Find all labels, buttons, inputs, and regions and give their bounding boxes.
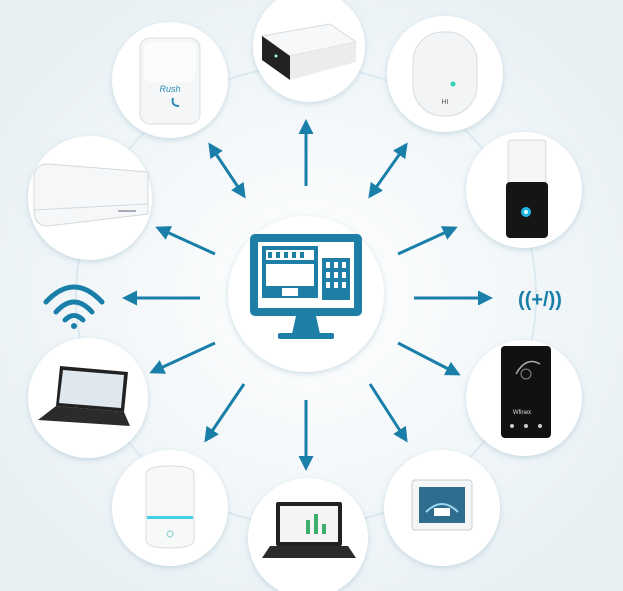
device-air-conditioner — [28, 136, 152, 260]
device-label: Rush — [159, 84, 180, 94]
monitor-dashboard-icon — [250, 234, 362, 339]
device-smart-lamp — [466, 132, 582, 248]
signal-waves-icon: ((+/)) — [518, 289, 562, 311]
wifi-icon — [43, 284, 105, 329]
thermostat-icon — [411, 479, 473, 531]
device-smart-speaker: HI — [387, 16, 503, 132]
device-label: Wfinex — [513, 410, 531, 416]
device-wifi-router — [253, 0, 365, 102]
router-icon — [260, 23, 358, 80]
laptop-icon — [262, 502, 356, 558]
device-radio-signal: ((+/)) — [518, 289, 562, 311]
cylinder-speaker-icon — [145, 465, 195, 549]
device-label: HI — [442, 99, 449, 106]
arrow-lower-left — [204, 383, 246, 443]
arrow-right-upper — [397, 226, 458, 256]
round-speaker-icon — [412, 31, 478, 117]
device-thermostat — [384, 450, 500, 566]
arrow-upper-right — [368, 142, 408, 199]
laptop-icon — [38, 366, 130, 426]
device-laptop-bottom — [248, 478, 368, 591]
arrow-upper-left — [208, 142, 246, 199]
device-wifi-signal — [43, 284, 105, 329]
touch-panel-icon — [501, 346, 551, 438]
arrow-left-lower — [149, 341, 216, 374]
arrow-right-lower — [397, 341, 461, 376]
smart-plug-icon — [139, 37, 201, 125]
device-wall-controller: Wfinex — [466, 340, 582, 456]
arrow-left-upper — [155, 226, 216, 256]
air-conditioner-icon — [33, 163, 149, 227]
device-smart-plug: Rush — [112, 22, 228, 138]
smart-lamp-icon — [506, 139, 548, 238]
arrow-lower-right — [368, 383, 408, 443]
connection-arrows — [122, 119, 493, 471]
device-speaker-cylinder — [112, 450, 228, 566]
device-laptop-left — [28, 338, 148, 458]
hub-node — [228, 216, 384, 372]
